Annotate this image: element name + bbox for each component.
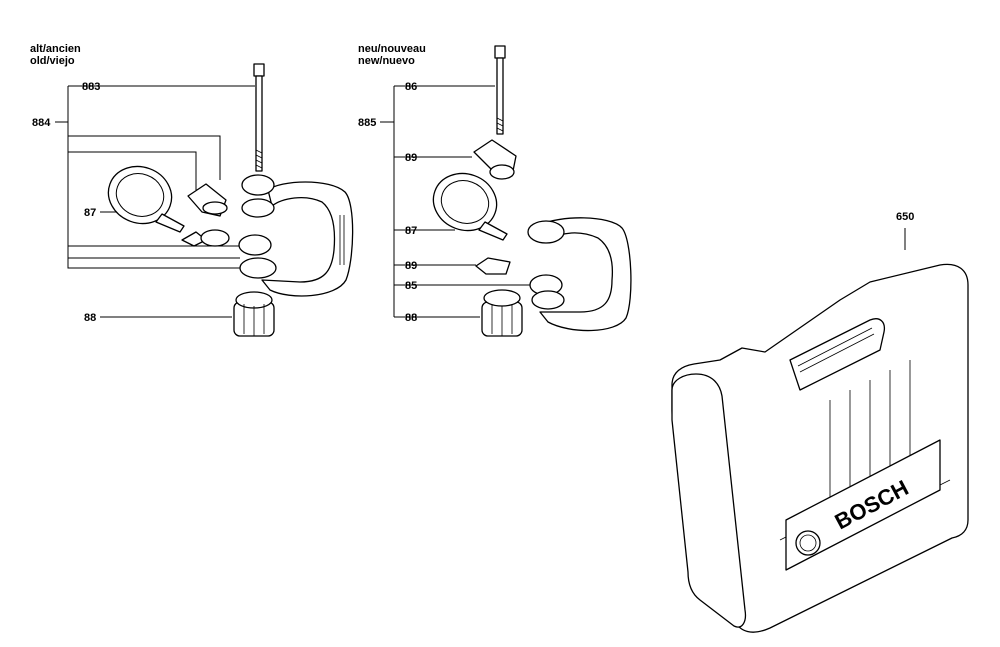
carrying-case-650: 650 BOSCH [671,211,969,633]
label-89-bottom: 89 [405,260,417,272]
new-assembly: 86 885 89 87 89 85 88 [358,45,632,337]
header-new-line2: new/nuevo [358,55,415,67]
bolt-head-883 [253,63,265,77]
old-assembly: 883 884 87 88 [32,63,354,337]
header-old-line2: old/viejo [30,55,75,67]
label-650: 650 [896,211,914,223]
header-old-line1: alt/ancien [30,43,81,55]
brand-plate [785,439,941,571]
bosch-logo-icon [795,530,821,556]
strap-87-old [107,165,185,233]
label-89-top: 89 [405,152,417,164]
strap-87-new [432,172,508,241]
label-86: 86 [405,81,417,93]
bolt-shaft-86 [496,57,504,135]
bolt-head-86 [494,45,506,59]
knob-88-new [481,289,523,337]
label-885: 885 [358,117,376,129]
label-87-new: 87 [405,225,417,237]
label-883: 883 [82,81,100,93]
bracket-884 [67,86,240,269]
knob-88-old [233,291,275,337]
label-87-old: 87 [84,207,96,219]
label-88-old: 88 [84,312,96,324]
case-handle [789,318,886,391]
wing-nut-89 [475,257,511,275]
label-88-new: 88 [405,312,417,324]
label-85: 85 [405,280,417,292]
header-new-line1: neu/nouveau [358,43,426,55]
handle-new [527,217,632,332]
handle-old [238,174,354,297]
label-884: 884 [32,117,51,129]
bolt-shaft-883 [255,75,263,172]
